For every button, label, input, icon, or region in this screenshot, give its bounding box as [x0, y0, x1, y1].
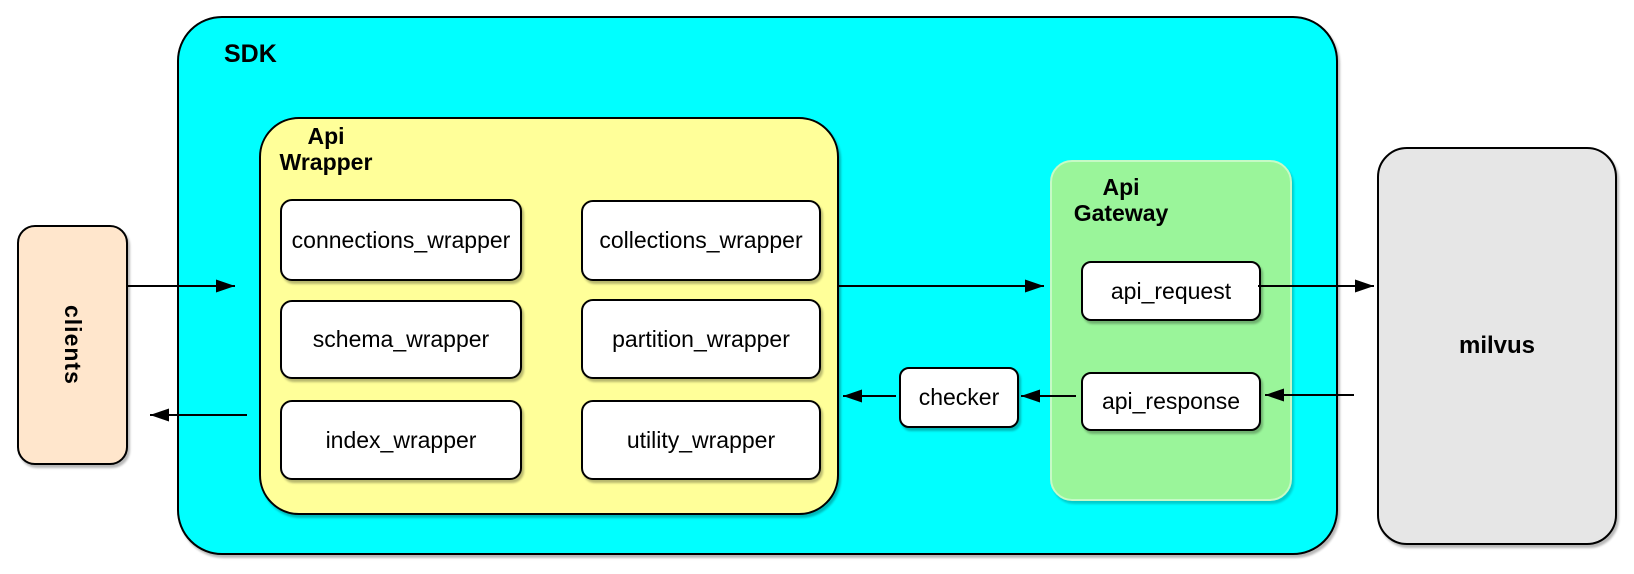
container-sdk: SDK Api Wrapper connections_wrapper coll…: [177, 16, 1338, 555]
node-checker: checker: [899, 367, 1019, 428]
module-index-wrapper: index_wrapper: [280, 400, 522, 480]
module-collections-wrapper-label: collections_wrapper: [599, 227, 803, 253]
container-api-gateway-label: Api Gateway: [1073, 174, 1169, 226]
node-api-response-label: api_response: [1101, 388, 1241, 414]
module-connections-wrapper: connections_wrapper: [280, 199, 522, 281]
module-partition-wrapper: partition_wrapper: [581, 299, 821, 379]
module-schema-wrapper-label: schema_wrapper: [312, 326, 490, 352]
module-index-wrapper-label: index_wrapper: [325, 426, 477, 453]
node-api-request-label: api_request: [1110, 277, 1232, 304]
container-sdk-label: SDK: [224, 40, 277, 68]
container-api-wrapper-label: Api Wrapper: [279, 123, 373, 175]
node-milvus: milvus: [1377, 147, 1617, 545]
container-api-gateway: Api Gateway api_request api_response: [1050, 160, 1292, 501]
node-api-response: api_response: [1081, 372, 1261, 431]
node-api-request: api_request: [1081, 261, 1261, 321]
node-clients-label: clients: [60, 305, 86, 385]
node-checker-label: checker: [918, 384, 1000, 410]
module-connections-wrapper-label: connections_wrapper: [291, 226, 511, 253]
module-collections-wrapper: collections_wrapper: [581, 200, 821, 281]
module-schema-wrapper: schema_wrapper: [280, 300, 522, 379]
container-api-wrapper: Api Wrapper connections_wrapper collecti…: [259, 117, 839, 515]
module-utility-wrapper: utility_wrapper: [581, 400, 821, 480]
module-partition-wrapper-label: partition_wrapper: [612, 325, 790, 352]
module-utility-wrapper-label: utility_wrapper: [626, 426, 776, 453]
node-clients: clients: [17, 225, 128, 465]
node-milvus-label: milvus: [1458, 332, 1536, 359]
